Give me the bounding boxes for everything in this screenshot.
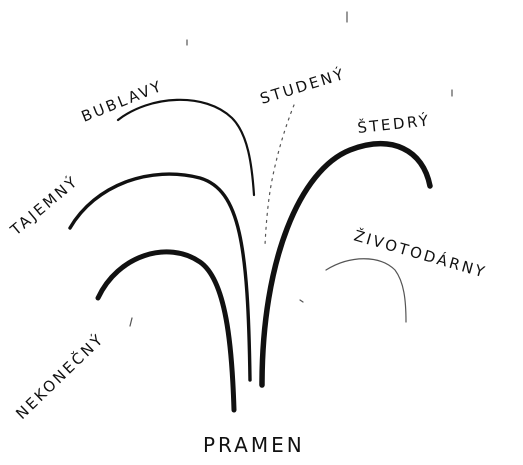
stream-zivotodarny [326,259,406,322]
stream-stedry [262,144,430,385]
stream-nekonecny [98,252,234,410]
label-zivotodarny: ŽIVOTODÁRNY [352,226,489,282]
label-bublavy: BUBLAVY [79,77,166,126]
stream-bublavy [118,100,254,195]
fountain-streams [70,12,452,410]
mark-nekonecny [130,318,132,326]
label-stedry: ŠTEDRÝ [356,110,431,137]
stream-zivotodarny-tick [300,300,303,302]
base-label: PRAMEN [203,433,305,457]
label-nekonecny: NEKONEČNÝ [12,329,108,423]
fountain-labels: BUBLAVY STUDENÝ ŠTEDRÝ TAJEMNÝ ŽIVOTODÁR… [6,64,490,457]
label-studeny: STUDENÝ [258,64,348,108]
